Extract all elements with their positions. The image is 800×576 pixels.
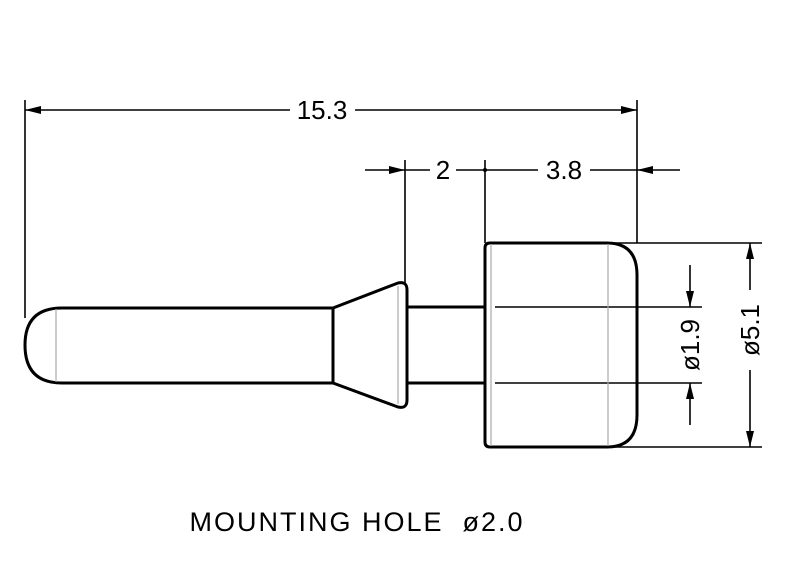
- dim-head-length-label: 3.8: [546, 155, 582, 185]
- dimension-overall-length: 15.3: [25, 95, 637, 125]
- dimension-head-diameter: ø5.1: [735, 243, 765, 447]
- dimension-cone-head: 2 3.8: [365, 155, 680, 185]
- dimension-inner-diameter: ø1.9: [675, 265, 705, 425]
- dim-cone-length-label: 2: [436, 155, 450, 185]
- dim-head-diameter-label: ø5.1: [735, 304, 765, 356]
- pin-body: [23, 241, 639, 449]
- extension-lines: [24, 100, 762, 448]
- dim-inner-diameter-label: ø1.9: [675, 319, 705, 371]
- dim-overall-length-label: 15.3: [297, 95, 348, 125]
- caption: MOUNTING HOLE ø2.0: [189, 507, 524, 537]
